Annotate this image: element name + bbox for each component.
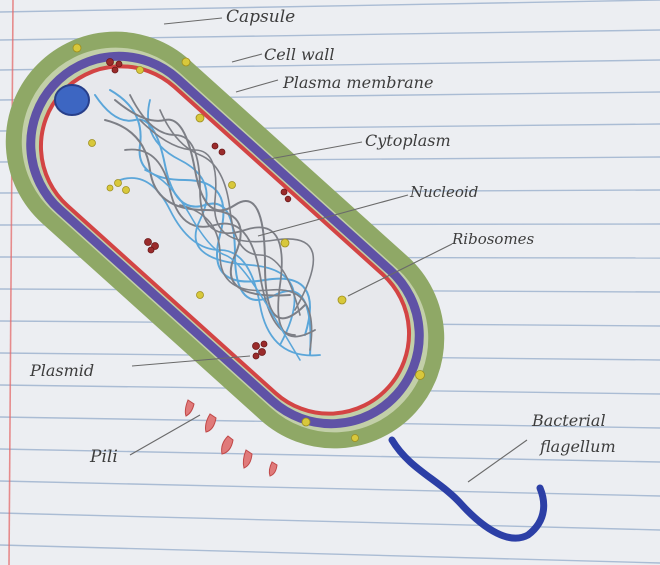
label-cytoplasm: Cytoplasm: [365, 131, 451, 150]
ribosome: [197, 292, 204, 299]
vacuole-icon: [55, 85, 89, 115]
ribosome: [196, 114, 204, 122]
ribosome: [302, 418, 310, 426]
ribosome: [137, 67, 144, 74]
ribosome: [73, 44, 81, 52]
label-plasma-membrane: Plasma membrane: [282, 73, 433, 92]
ribosome: [352, 435, 359, 442]
label-nucleoid: Nucleoid: [409, 183, 478, 201]
ribosome: [115, 180, 122, 187]
ribosome: [107, 185, 113, 191]
ribosome: [229, 182, 236, 189]
ribosome: [338, 296, 346, 304]
label-flagellum-line1: Bacterial: [531, 411, 606, 430]
ribosome: [281, 239, 289, 247]
ribosome: [89, 140, 96, 147]
label-ribosomes: Ribosomes: [451, 230, 535, 248]
label-capsule: Capsule: [226, 7, 295, 27]
ribosome: [182, 58, 190, 66]
label-plasmid: Plasmid: [29, 361, 94, 380]
ribosome: [416, 371, 425, 380]
label-flagellum-line2: flagellum: [539, 437, 616, 456]
ribosome: [123, 187, 130, 194]
label-pili: Pili: [89, 447, 118, 467]
label-cell-wall: Cell wall: [264, 45, 335, 64]
